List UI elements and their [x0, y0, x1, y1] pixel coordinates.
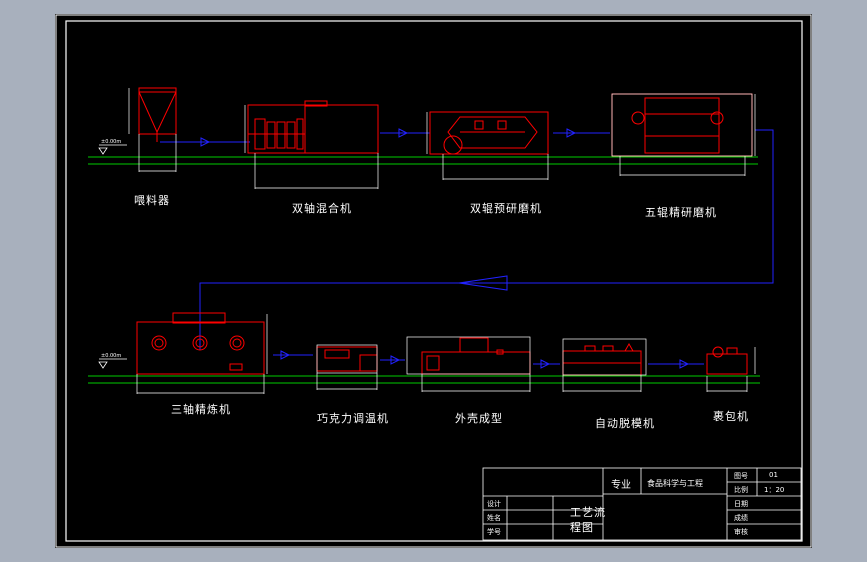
drawing-number-value: 01 [769, 471, 778, 479]
auto-demolding-machine-drawing [562, 338, 647, 392]
svg-text:±0.00m: ±0.00m [101, 353, 121, 359]
ground-lines-top [88, 156, 758, 165]
flow-arrows [200, 128, 690, 369]
twin-shaft-mixer-label: 双轴混合机 [292, 202, 352, 215]
drawing-title-line1: 工艺流 [570, 506, 606, 519]
twin-roll-pre-refiner-drawing [426, 111, 549, 180]
major-label: 专业 [611, 480, 631, 491]
outer-frame [55, 14, 812, 548]
review-label: 审核 [734, 528, 748, 536]
date-label: 日期 [734, 500, 748, 508]
title-block-grid [482, 467, 802, 541]
grade-label: 成绩 [734, 514, 748, 522]
shell-forming-drawing [406, 336, 531, 392]
auto-demolding-machine-label: 自动脱模机 [595, 417, 655, 430]
three-shaft-conche-drawing [136, 312, 268, 394]
drawing-sheet: ±0.00m ±0.00m [55, 14, 812, 548]
ground-lines-bottom [88, 375, 760, 384]
drawing-number-label: 图号 [734, 472, 748, 480]
hopper-drawing [128, 87, 177, 172]
level-marker-top: ±0.00m [98, 139, 127, 155]
shell-forming-label: 外壳成型 [455, 412, 503, 425]
wrapping-machine-drawing [706, 346, 756, 392]
chocolate-tempering-machine-drawing [316, 344, 378, 390]
process-flow-drawing: ±0.00m ±0.00m [55, 14, 812, 548]
three-shaft-conche-label: 三轴精炼机 [171, 403, 231, 416]
svg-text:±0.00m: ±0.00m [101, 139, 121, 145]
five-roll-refiner-label: 五辊精研磨机 [645, 206, 717, 219]
name-label: 姓名 [487, 514, 501, 522]
scale-label: 比例 [734, 486, 748, 494]
major-value: 食品科学与工程 [647, 479, 703, 488]
five-roll-refiner-drawing [611, 93, 756, 176]
twin-roll-pre-refiner-label: 双辊预研磨机 [470, 202, 542, 215]
chocolate-tempering-machine-label: 巧克力调温机 [317, 412, 389, 425]
scale-value: 1：20 [764, 486, 785, 494]
inner-frame [65, 20, 803, 542]
drawing-title-line2: 程图 [570, 521, 594, 534]
flow-line [160, 129, 774, 365]
wrapping-machine-label: 裹包机 [713, 410, 749, 423]
student-id-label: 学号 [487, 528, 501, 536]
level-marker-bottom: ±0.00m [98, 353, 127, 369]
twin-shaft-mixer-drawing [244, 100, 379, 189]
designer-label: 设计 [487, 500, 501, 508]
hopper-label: 喂料器 [134, 194, 170, 207]
